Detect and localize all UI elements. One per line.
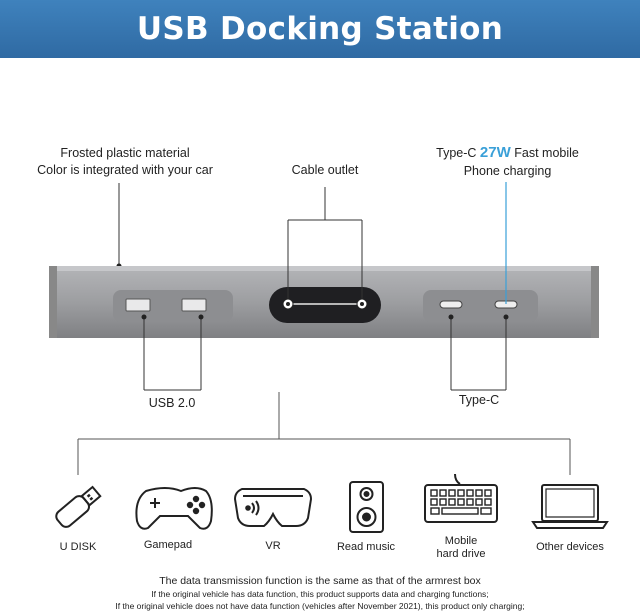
laptop-icon — [531, 484, 609, 529]
hard-drive-line-2: hard drive — [436, 548, 486, 560]
device-label-other: Other devices — [536, 541, 604, 553]
hard-drive-line-1: Mobile — [444, 535, 478, 547]
material-callout: Frosted plastic material Color is integr… — [20, 145, 230, 179]
typec-label: Type-C — [458, 393, 500, 407]
usb-label: USB 2.0 — [148, 396, 196, 410]
usb-recess — [113, 290, 233, 322]
typec-recess — [423, 290, 538, 322]
footer-note-3: If the original vehicle does not have da… — [115, 601, 525, 611]
cable-outlet-bracket — [282, 187, 368, 310]
fast-charge-callout: Type-C 27W Fast mobile Phone charging — [410, 143, 605, 180]
cable-outlet-slot — [269, 287, 381, 323]
vr-headset-icon — [233, 488, 313, 527]
typec-port-1 — [439, 300, 463, 309]
fast-charge-line-2: Phone charging — [463, 164, 552, 178]
typec-suffix: Fast mobile — [514, 146, 579, 160]
typec-prefix: Type-C — [436, 146, 477, 160]
dock-right-cap — [591, 266, 599, 338]
page-title: USB Docking Station — [136, 11, 504, 47]
docking-station — [49, 266, 599, 338]
usb-port-1 — [125, 298, 151, 312]
power-rating: 27W — [479, 144, 511, 161]
keyboard-icon — [424, 473, 498, 523]
footer-note-1: The data transmission function is the sa… — [159, 575, 481, 587]
usb-port-2 — [181, 298, 207, 312]
speaker-icon — [349, 481, 384, 533]
gamepad-icon — [135, 487, 213, 530]
material-line-2: Color is integrated with your car — [37, 163, 213, 177]
device-label-gamepad: Gamepad — [143, 539, 193, 551]
typec-bracket — [448, 314, 509, 391]
device-label-vr: VR — [265, 540, 281, 552]
usb-stick-icon — [55, 485, 102, 528]
title-banner: USB Docking Station — [0, 0, 640, 58]
device-label-hard-drive: Mobile hard drive — [423, 535, 499, 561]
device-label-udisk: U DISK — [59, 541, 97, 553]
device-label-music: Read music — [336, 541, 396, 553]
dock-left-cap — [49, 266, 57, 338]
usb-bracket — [141, 314, 204, 391]
device-tree-lines — [77, 392, 571, 475]
dock-top-edge — [49, 266, 599, 271]
cable-outlet-label: Cable outlet — [291, 163, 359, 177]
material-line-1: Frosted plastic material — [60, 146, 190, 160]
footer-note-2: If the original vehicle has data functio… — [151, 589, 489, 599]
